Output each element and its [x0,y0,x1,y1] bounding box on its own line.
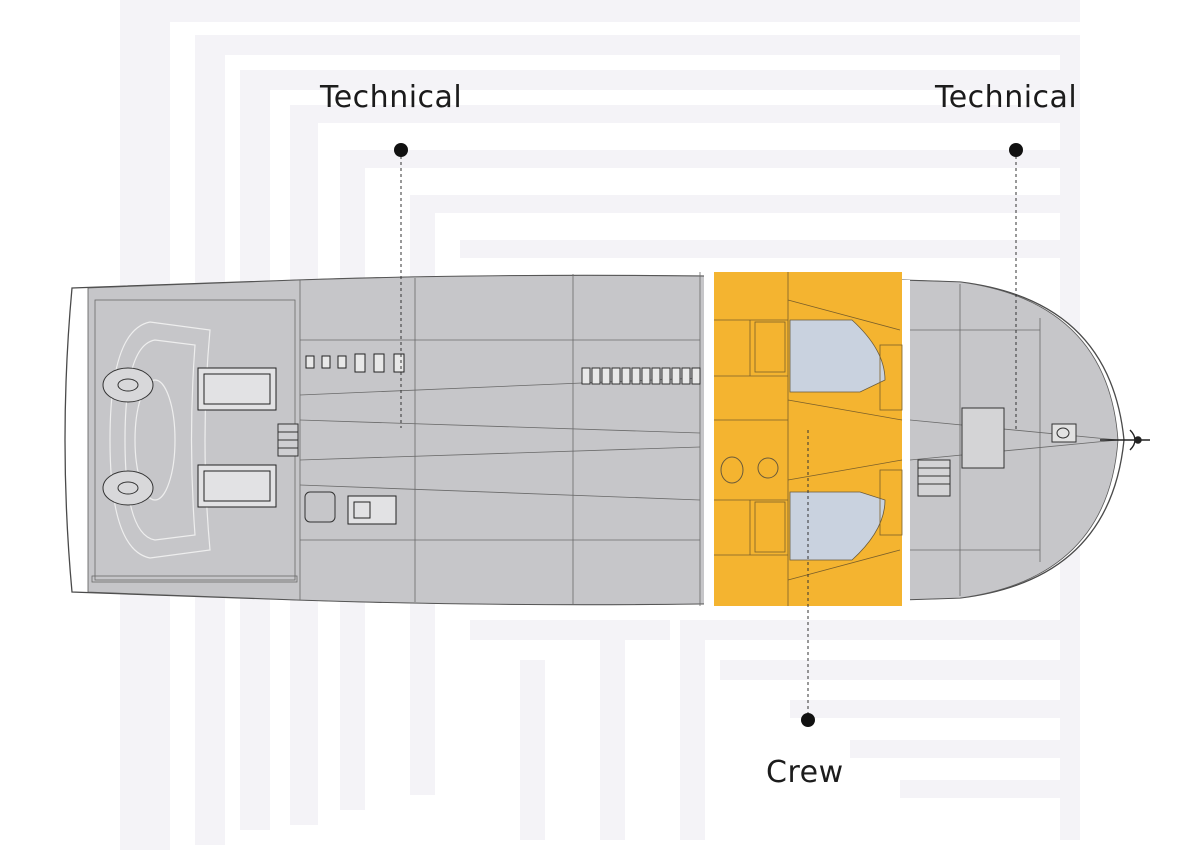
engine-lower [197,464,277,508]
stair-forward [917,459,951,497]
callout-dot-technical-right [1009,143,1023,157]
generator [347,495,397,525]
battery-bank [581,367,701,385]
pump-row [305,353,405,373]
forward-hatch [961,407,1005,469]
stair-aft [277,423,299,457]
toilet [720,456,744,484]
anchor-icon [1100,429,1150,451]
anchor-windlass [1051,423,1077,443]
callout-dot-crew [801,713,815,727]
hatch [304,491,336,523]
winch-lower [102,470,154,506]
callout-dot-technical-left [394,143,408,157]
winch-upper [102,367,154,403]
tender-outline [109,321,211,559]
engine-upper [197,367,277,411]
berth-lower [789,491,886,561]
callout-label-technical-aft: Technical [320,80,463,115]
callout-label-technical-forward: Technical [935,80,1078,115]
callout-label-crew: Crew [766,755,844,790]
callout-leaders [400,150,1017,720]
crew-zone [704,272,910,606]
sink [757,457,779,479]
